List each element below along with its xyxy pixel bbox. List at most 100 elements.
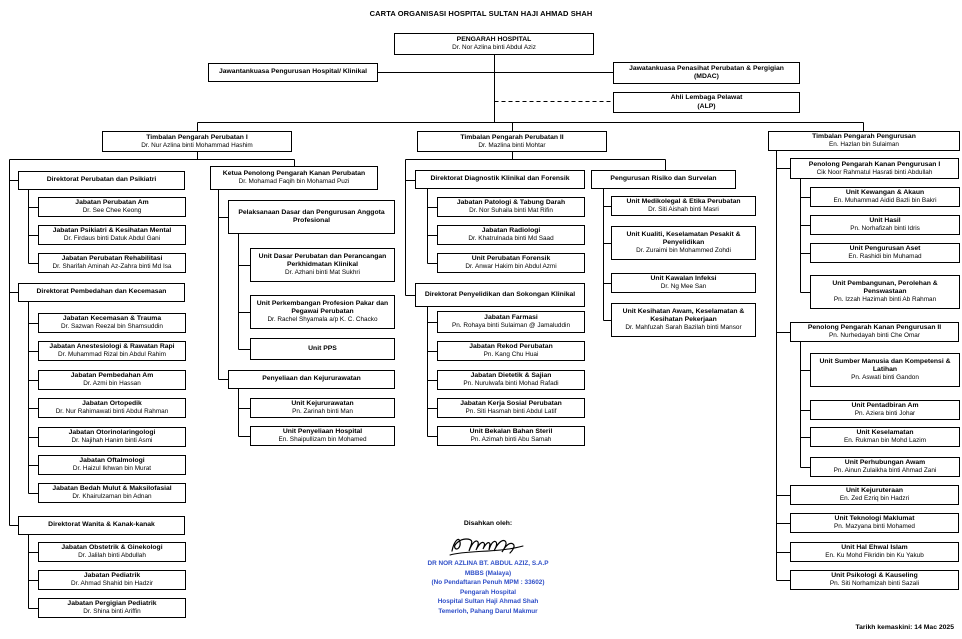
- org-box-unit-kualiti: Unit Kualiti, Keselamatan Pesakit & Peny…: [611, 226, 756, 260]
- cert-line: DR NOR AZLINA BT. ABDUL AZIZ, S.A.P: [427, 560, 549, 567]
- box-name: Dr. Ahmad Shahid bin Hadzir: [70, 580, 154, 588]
- box-title: Jawantankuasa Pengurusan Hospital/ Klini…: [218, 68, 368, 76]
- box-name: En. Rukman bin Mohd Lazim: [843, 437, 927, 445]
- page-title: CARTA ORGANISASI HOSPITAL SULTAN HAJI AH…: [369, 9, 593, 18]
- box-title: Jabatan Dietetik & Sajian: [470, 372, 552, 380]
- box-name: En. Shaipullizam bin Mohamed: [278, 436, 367, 444]
- box-name: Dr. Sharifah Aminah Az-Zahra binti Md Is…: [52, 263, 172, 271]
- box-name: Dr. Mohamad Faqih bin Mohamad Puzi: [238, 178, 350, 186]
- box-name: Dr. Najihah Hanim binti Asmi: [71, 437, 153, 445]
- box-title: Timbalan Pengarah Perubatan II: [460, 133, 564, 141]
- box-title: Penolong Pengarah Kanan Pengurusan II: [807, 324, 942, 332]
- box-title: Unit Kesihatan Awam, Keselamatan & Kesih…: [622, 308, 745, 324]
- box-title: Jawatankuasa Penasihat Perubatan & Pergi…: [629, 64, 784, 80]
- box-title: Unit Pembangunan, Perolehan & Penswastaa…: [832, 280, 938, 296]
- box-title: Unit Penyeliaan Hospital: [282, 428, 363, 436]
- box-name: Dr. Rachel Shyamala a/p K. C. Chacko: [267, 316, 378, 324]
- org-box-alp: Ahli Lembaga Pelawat (ALP): [613, 92, 800, 113]
- box-title: Jabatan Farmasi: [484, 314, 538, 322]
- org-box-unit-pps: Unit PPS: [250, 338, 395, 360]
- box-title: Jabatan Pembedahan Am: [70, 372, 154, 380]
- box-name: Pn. Kang Chu Huai: [483, 351, 539, 359]
- box-title: Penolong Pengarah Kanan Pengurusan I: [808, 160, 941, 168]
- org-box-penyeliaan-kejururawatan: Penyeliaan dan Kejururawatan: [228, 370, 395, 389]
- box-title: Unit Kejururawatan: [291, 400, 354, 408]
- cert-line: MBBS (Malaya): [464, 569, 512, 577]
- box-title: Jabatan Oftalmologi: [79, 457, 145, 465]
- box-title: Pengurusan Risiko dan Survelan: [610, 175, 717, 183]
- box-title: Unit Hasil: [869, 217, 901, 225]
- box-name: Dr. Nor Azlina binti Abdul Aziz: [452, 44, 536, 52]
- box-title: Unit Pengurusan Aset: [849, 245, 921, 253]
- box-name: Dr. Haizul Ikhwan bin Murat: [72, 465, 152, 473]
- org-box-direktorat-diagnostik: Direktorat Diagnostik Klinikal dan Foren…: [415, 170, 585, 189]
- box-name: Dr. Siti Aishah binti Masri: [648, 206, 719, 214]
- box-title: Direktorat Pembedahan dan Kecemasan: [36, 288, 167, 296]
- org-box-pengurusan-risiko: Pengurusan Risiko dan Survelan: [591, 170, 736, 189]
- box-name: Dr. Nur Rahimawati binti Abdul Rahman: [55, 408, 169, 416]
- org-box-mdac: Jawatankuasa Penasihat Perubatan & Pergi…: [613, 62, 800, 84]
- box-name: Dr. Anwar Hakim bin Abdul Azmi: [465, 263, 557, 271]
- box-title: Penyeliaan dan Kejururawatan: [262, 375, 361, 383]
- box-name: Cik Noor Rahmatul Hasrati binti Abdullah: [816, 168, 933, 176]
- box-name: Pn. Siti Norhamizah binti Sazali: [829, 580, 920, 588]
- box-title: Direktorat Perubatan dan Psikiatri: [46, 176, 157, 184]
- box-title: Timbalan Pengarah Perubatan I: [146, 133, 248, 141]
- org-box-pelaksanaan-dasar: Pelaksanaan Dasar dan Pengurusan Anggota…: [228, 200, 395, 234]
- box-name: Dr. Mazlina binti Mohtar: [478, 141, 546, 149]
- box-name: Dr. Nur Azlina binti Mohammad Hashim: [141, 141, 253, 149]
- signature-scribble-icon: [449, 538, 524, 556]
- box-name: En. Rashidi bin Muhamad: [848, 253, 922, 261]
- box-name: Dr. Azhani binti Mat Sukhri: [285, 269, 360, 277]
- box-title: Unit Kewangan & Akaun: [845, 189, 925, 197]
- box-name: Pn. Ainun Zulaikha binti Ahmad Zani: [833, 467, 937, 475]
- certification-lines: DR NOR AZLINA BT. ABDUL AZIZ, S.A.P MBBS…: [388, 559, 588, 617]
- cert-line: Hospital Sultan Haji Ahmad Shah: [437, 598, 539, 606]
- box-title: Jabatan Psikiatri & Kesihatan Mental: [52, 227, 172, 235]
- box-name: Dr. Muhammad Rizal bin Abdul Rahim: [58, 351, 166, 359]
- box-title: Timbalan Pengarah Pengurusan: [812, 133, 916, 141]
- box-name: Dr. Khatrulnada binti Md Saad: [468, 235, 554, 243]
- box-title: Unit Keselamatan: [856, 429, 914, 437]
- box-title: Jabatan Anestesiologi & Rawatan Rapi: [49, 343, 175, 351]
- box-name: Pn. Nurulwafa binti Mohad Rafadi: [463, 380, 559, 388]
- cert-line: (No Pendaftaran Penuh MPM : 33602): [431, 579, 545, 587]
- box-title: Ahli Lembaga Pelawat (ALP): [670, 94, 743, 110]
- box-title: Jabatan Pergigian Pediatrik: [67, 600, 157, 608]
- org-box-direktorat-wanita: Direktorat Wanita & Kanak-kanak: [18, 516, 185, 535]
- box-title: Unit Pentadbiran Am: [851, 402, 919, 410]
- box-title: Jabatan Ortopedik: [82, 400, 142, 408]
- box-title: Unit Kejuruteraan: [845, 487, 904, 495]
- box-title: Unit Bekalan Bahan Steril: [469, 428, 553, 436]
- box-title: Jabatan Patologi & Tabung Darah: [456, 199, 566, 207]
- box-name: Dr. Azmi bin Hassan: [83, 380, 141, 388]
- box-title: Ketua Penolong Pengarah Kanan Perubatan: [222, 170, 366, 178]
